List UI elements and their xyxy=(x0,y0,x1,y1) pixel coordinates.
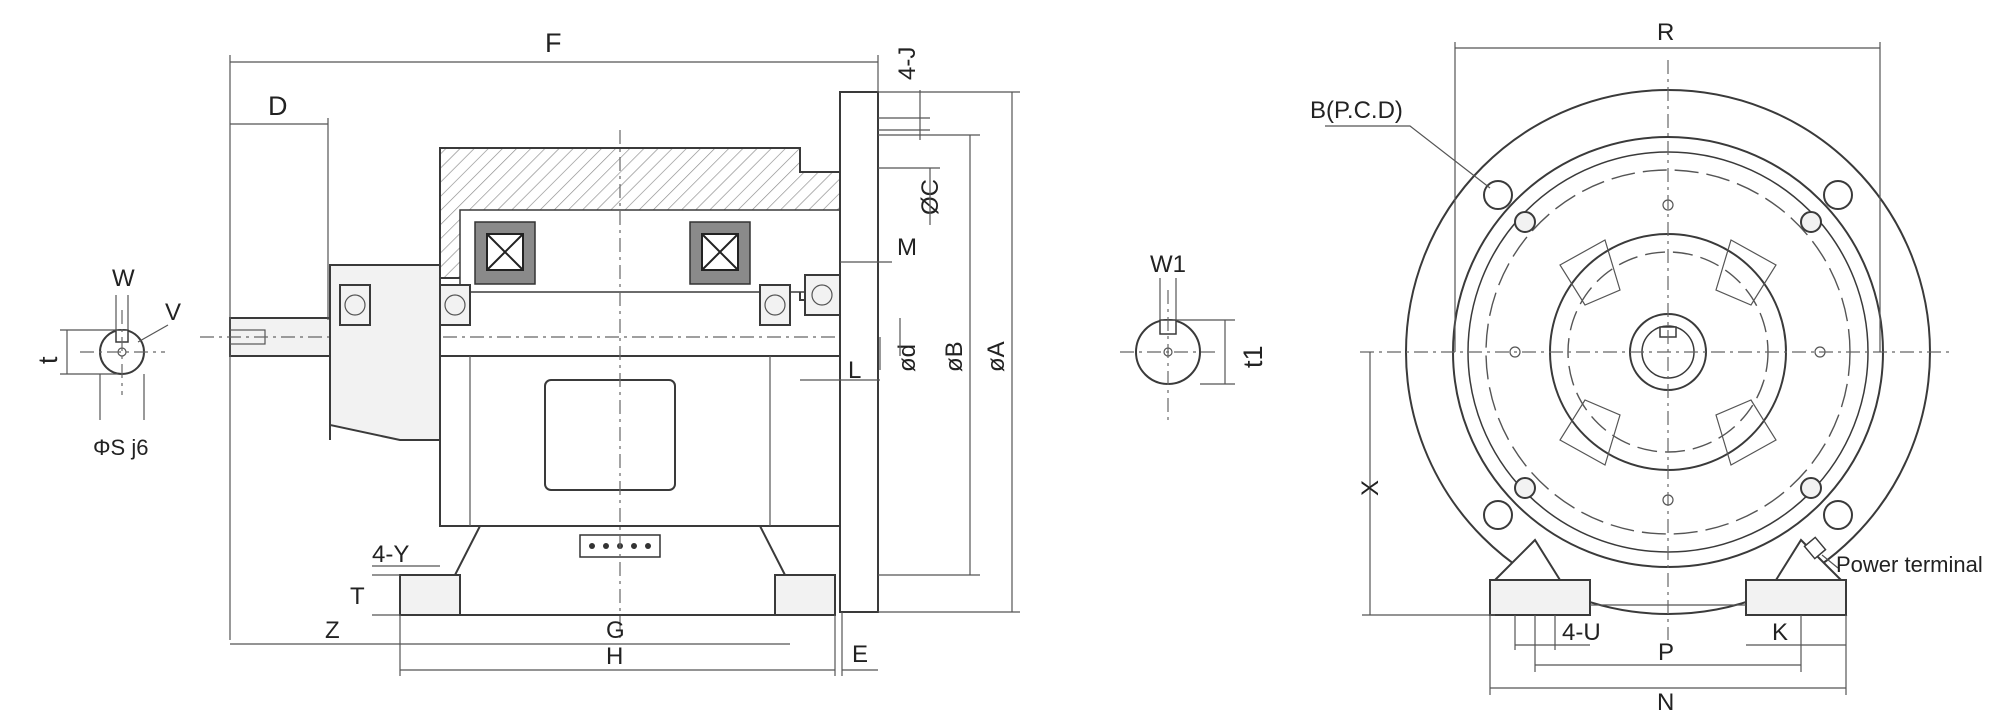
dim-label-m: M xyxy=(897,234,917,261)
hub-spokes xyxy=(1559,239,1777,466)
dim-label-d: D xyxy=(268,91,288,121)
power-terminal-marker xyxy=(1803,536,1839,569)
shaft-key-section: W V t ΦS j6 xyxy=(33,265,181,460)
dim-label-t-upper: T xyxy=(350,583,365,610)
dim-label-dia-d-small: ød xyxy=(894,344,921,372)
dim-label-x: X xyxy=(1357,480,1384,496)
dim-label-e: E xyxy=(852,641,868,668)
bearing-left xyxy=(339,284,371,326)
shaft-key-section-2: W1 t1 xyxy=(1120,251,1268,420)
dim-label-4y: 4-Y xyxy=(372,541,409,568)
dim-label-phi-s: ΦS j6 xyxy=(93,435,148,460)
shaft-extension xyxy=(200,317,870,357)
dim-label-bpcd: B(P.C.D) xyxy=(1310,97,1403,124)
brake-coil-right xyxy=(689,221,751,285)
dim-label-z: Z xyxy=(325,617,340,644)
dim-label-f: F xyxy=(545,28,562,58)
dim-label-h: H xyxy=(606,643,623,670)
dim-label-dia-b: øB xyxy=(941,341,968,372)
dim-label-t1: t1 xyxy=(1238,345,1268,368)
power-terminal-label: Power terminal xyxy=(1836,552,1983,577)
dim-label-r: R xyxy=(1657,19,1674,46)
dim-label-v: V xyxy=(165,299,181,326)
dim-label-4j: 4-J xyxy=(894,47,921,80)
bearing-right xyxy=(759,274,841,326)
dim-label-dia-a: øA xyxy=(983,341,1010,372)
side-view: F D 4-J ØC M L ød øB øA Z G H xyxy=(200,28,1020,676)
front-view: R B(P.C.D) X 4-U P K N Power terminal xyxy=(1310,19,1983,716)
dim-label-t: t xyxy=(33,356,63,364)
dim-label-l: L xyxy=(848,357,861,384)
dim-label-4u: 4-U xyxy=(1562,619,1601,646)
brake-coil-left xyxy=(474,221,536,285)
bearing-mid xyxy=(439,284,471,326)
dim-label-p: P xyxy=(1658,639,1674,666)
dim-label-n: N xyxy=(1657,689,1674,716)
dim-label-w1: W1 xyxy=(1150,251,1186,278)
bolt-holes xyxy=(1483,180,1853,530)
dim-label-g: G xyxy=(606,617,625,644)
terminal-box xyxy=(544,379,676,491)
flange-plate xyxy=(839,91,879,613)
dim-label-w: W xyxy=(112,265,135,292)
dim-label-k: K xyxy=(1772,619,1788,646)
